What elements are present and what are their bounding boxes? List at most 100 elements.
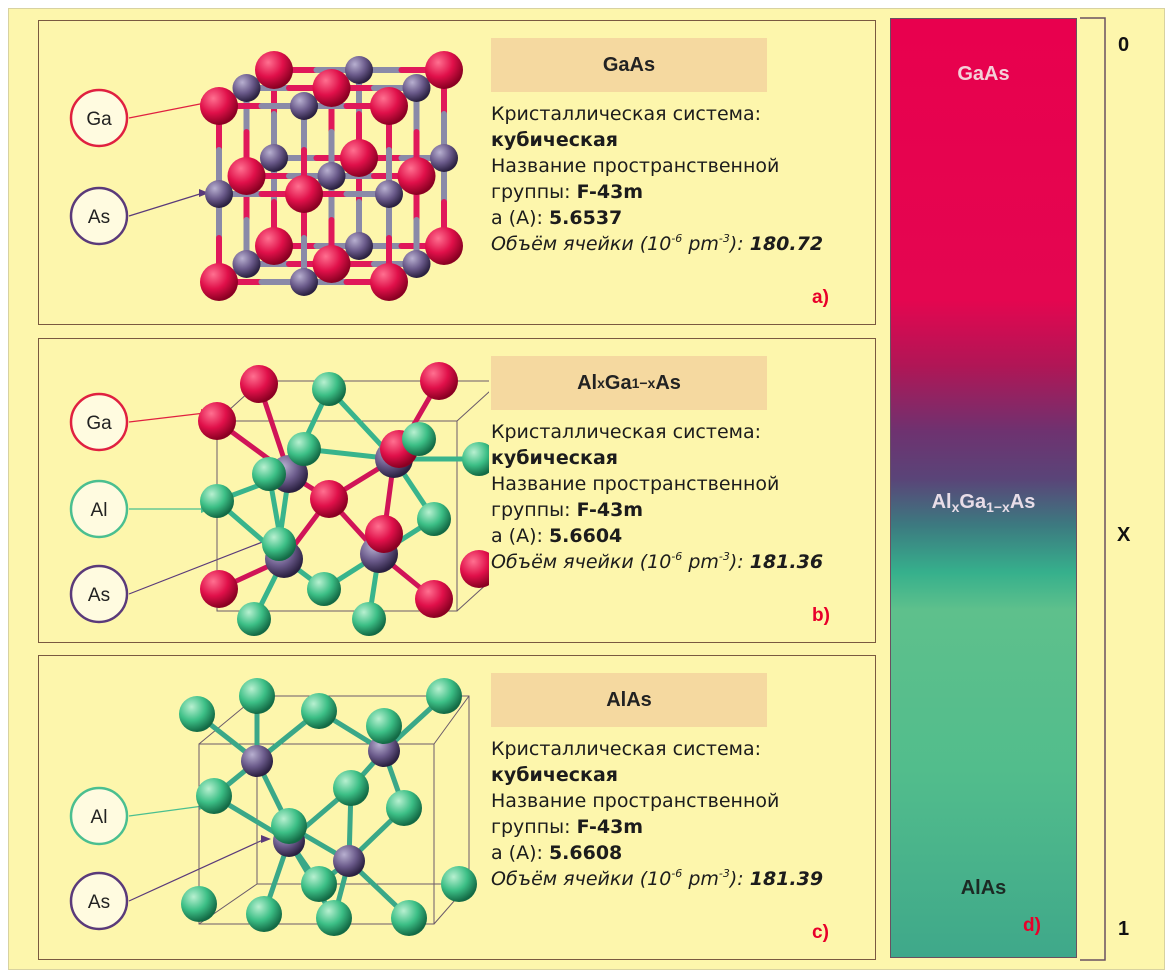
al-atom: [333, 770, 369, 806]
ga-atom: [310, 480, 348, 518]
volume-value: 180.72: [749, 233, 824, 255]
panel-info-algaas: Кристаллическая система: кубическая Назв…: [491, 419, 871, 575]
al-atom: [366, 708, 402, 744]
ga-atom: [425, 227, 463, 265]
unit-cell-frame: [198, 695, 470, 925]
panel-tag-a: a): [812, 287, 829, 308]
al-legend-circle: [69, 479, 129, 539]
lattice-a-label: a (A):: [491, 525, 549, 547]
volume-unit: pm: [682, 233, 719, 255]
middle-label-sub-x: x: [951, 499, 960, 515]
volume-label-end: ):: [729, 233, 750, 255]
ga-legend-arrow: [128, 102, 206, 119]
ga-atom: [312, 69, 351, 107]
as-atom: [317, 162, 346, 190]
space-group-value: F-43m: [576, 816, 644, 838]
al-atom: [417, 502, 451, 536]
title-text: Al: [577, 371, 598, 394]
space-group-label: Название пространственной: [491, 473, 780, 495]
al-atom: [271, 808, 307, 844]
scale-bracket: [1080, 17, 1106, 961]
al-atom: [200, 484, 234, 518]
ga-atom: [365, 515, 403, 553]
al-atom: [462, 442, 489, 476]
title-text-mid: Ga: [604, 371, 632, 394]
as-atom: [368, 735, 400, 767]
volume-exp-2: -3: [718, 232, 730, 245]
al-atom: [301, 866, 337, 902]
unit-cell-frame: [216, 380, 489, 612]
panel-info-gaas: Кристаллическая система: кубическая Назв…: [491, 101, 871, 257]
al-atom: [312, 372, 346, 406]
as-arrowhead-icon: [199, 189, 209, 197]
ga-atom: [312, 245, 351, 283]
as-legend-circle: [69, 871, 129, 931]
volume-label-end: ):: [729, 551, 750, 573]
al-atom: [246, 896, 282, 932]
space-group-label-2: группы:: [491, 499, 577, 521]
lattice-a-value: 5.6608: [548, 842, 623, 864]
as-atom: [375, 180, 403, 208]
scale-bottom-label: 1: [1118, 918, 1130, 940]
ga-atom: [415, 580, 453, 618]
middle-label-tail: As: [1009, 491, 1036, 513]
ga-atom: [420, 362, 458, 400]
middle-label-sub-1-x: 1−x: [986, 499, 1010, 515]
gaas-structure-diagram: GaAs: [69, 51, 463, 301]
as-atom: [260, 144, 288, 172]
ga-atom: [240, 365, 278, 403]
as-legend-arrow: [128, 533, 284, 595]
al-atom: [252, 457, 286, 491]
space-group-label-2: группы:: [491, 181, 577, 203]
al-atom: [386, 790, 422, 826]
ga-legend-circle: [69, 88, 129, 148]
volume-label: Объём ячейки (10: [491, 868, 672, 890]
crystal-system-label: Кристаллическая система:: [491, 421, 762, 443]
panel-tag-d: d): [1023, 915, 1041, 936]
alas-structure-diagram: AlAs: [69, 678, 477, 936]
al-atom: [237, 602, 271, 636]
ga-atom: [198, 402, 236, 440]
volume-unit: pm: [682, 868, 719, 890]
as-atom: [402, 74, 431, 102]
title-text: AlAs: [606, 688, 652, 711]
as-legend-circle: [69, 564, 129, 624]
as-atom: [345, 232, 373, 260]
ga-atom: [200, 87, 238, 125]
as-legend-arrow: [128, 192, 204, 217]
panel-tag-c: c): [812, 922, 829, 943]
volume-unit: pm: [682, 551, 719, 573]
lattice-a-label: a (A):: [491, 207, 549, 229]
ga-atom: [285, 175, 323, 213]
panel-title-gaas: GaAs: [491, 38, 767, 92]
al-legend-label: Al: [91, 807, 108, 828]
volume-exp-1: -6: [671, 232, 683, 245]
al-atom: [391, 900, 427, 936]
volume-label: Объём ячейки (10: [491, 233, 672, 255]
title-text: GaAs: [602, 53, 656, 76]
title-sub-1-x: 1−x: [631, 375, 656, 391]
space-group-label: Название пространственной: [491, 790, 780, 812]
al-legend-circle: [69, 786, 129, 846]
gradient-middle-label: AlxGa1−xAs: [891, 491, 1076, 515]
as-atom: [333, 845, 365, 877]
panel-tag-b: b): [812, 605, 830, 626]
as-arrowhead-icon: [261, 835, 271, 843]
al-atom: [301, 693, 337, 729]
volume-label: Объём ячейки (10: [491, 551, 672, 573]
as-legend-arrow: [128, 838, 266, 902]
as-legend-label: As: [88, 207, 110, 228]
al-atom: [196, 778, 232, 814]
as-atom: [430, 144, 458, 172]
al-atom: [262, 527, 296, 561]
as-atom: [290, 92, 318, 120]
lattice-a-label: a (A):: [491, 842, 549, 864]
as-atom: [232, 250, 261, 278]
space-group-value: F-43m: [576, 181, 644, 203]
as-atom: [232, 74, 261, 102]
